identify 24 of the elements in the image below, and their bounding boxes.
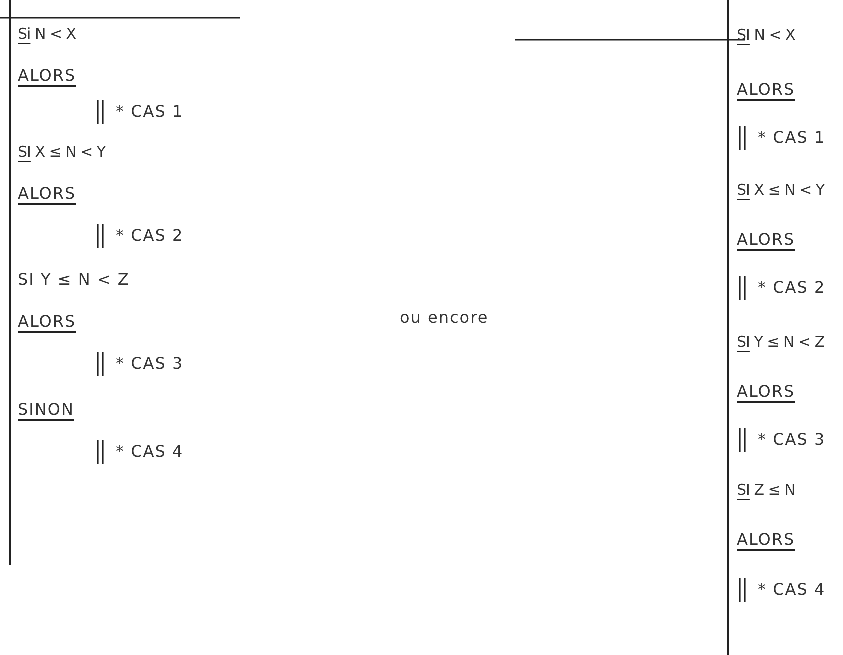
code-line: ALORS [737, 381, 796, 403]
code-line: * CAS 2 [758, 277, 826, 299]
code-line: * CAS 3 [758, 429, 826, 451]
code-line: SI Z ≤ N [737, 480, 796, 501]
connector-text: ou encore [400, 307, 489, 329]
code-line: ALORS [737, 79, 796, 101]
code-line: SINON [18, 399, 74, 421]
code-line: ALORS [18, 65, 76, 87]
code-line: SI X ≤ N < Y [18, 142, 106, 163]
code-line: SI X ≤ N < Y [737, 180, 825, 201]
code-line: ALORS [18, 183, 76, 205]
code-line: ALORS [18, 311, 76, 333]
code-line: * CAS 3 [116, 353, 184, 375]
code-line: * CAS 1 [116, 101, 184, 123]
code-line: SI Y ≤ N < Z [737, 332, 825, 353]
code-line: * CAS 4 [758, 579, 826, 601]
code-line: * CAS 2 [116, 225, 184, 247]
code-line: SI Y ≤ N < Z [18, 269, 130, 291]
code-line: * CAS 4 [116, 441, 184, 463]
code-line: ALORS [737, 529, 796, 551]
code-line: SI N < X [737, 25, 796, 46]
code-line: Si N < X [18, 24, 76, 45]
code-line: ALORS [737, 229, 796, 251]
code-line: * CAS 1 [758, 127, 826, 149]
